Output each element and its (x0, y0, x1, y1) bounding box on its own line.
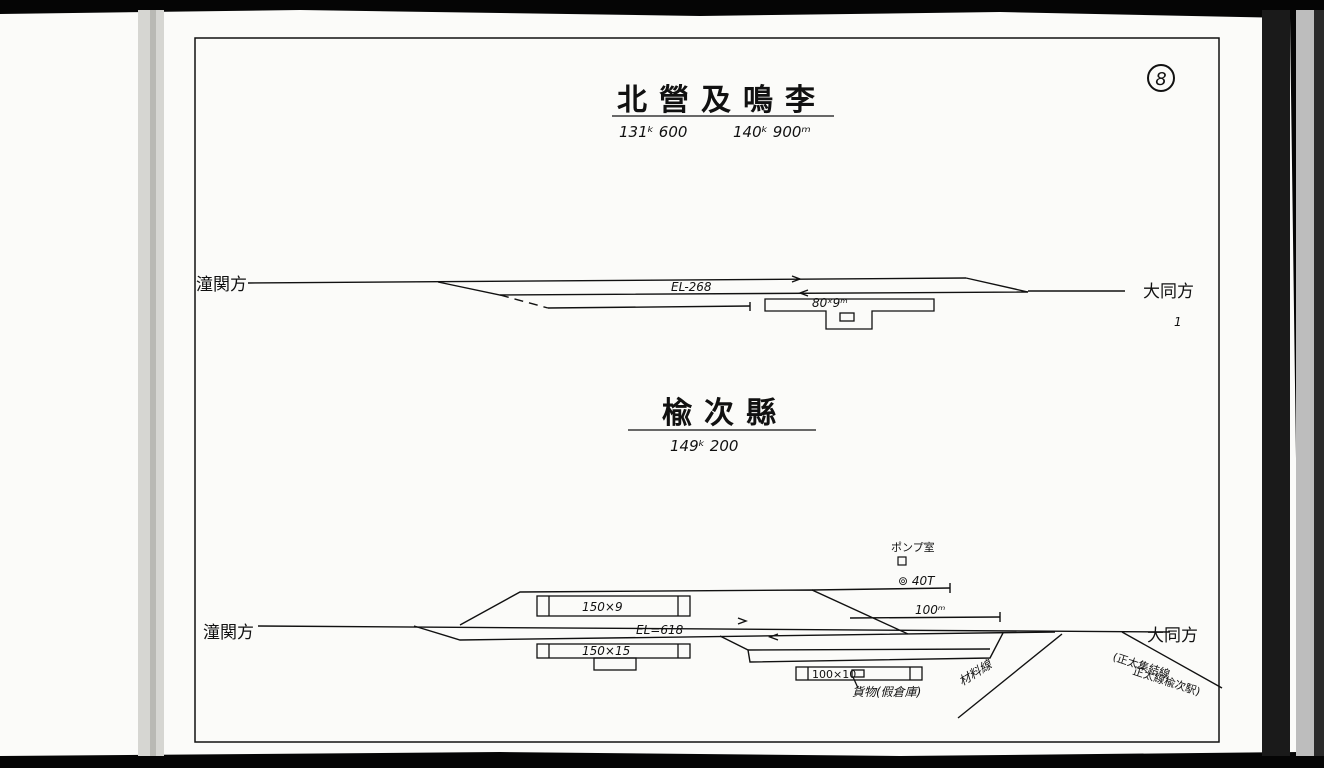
station-1-arrow-down (798, 289, 809, 297)
station-1-track-label: EL-268 (671, 280, 712, 294)
station-2-water-tank: ⊚ 40T (898, 574, 936, 588)
station-2-building (593, 657, 637, 671)
station-1-right-direction: 大同方 (1143, 282, 1194, 302)
station-2-material-line (957, 633, 1063, 719)
right-binding (1262, 10, 1290, 756)
station-1-margin-mark: 1 (1174, 315, 1182, 329)
station-2-tracks (257, 583, 1223, 719)
station-1-siding (547, 305, 751, 309)
station-1-main-line (247, 277, 967, 284)
station-2-pump-room-box (897, 556, 907, 566)
station-2-branch-line (1121, 631, 1223, 689)
station-2-goods-siding (719, 632, 1004, 663)
station-2-arrow-down (768, 633, 779, 641)
diagram-frame (194, 37, 1220, 743)
page-number: 8 (1155, 69, 1166, 90)
station-2-upper-platform-label: 150×9 (582, 600, 623, 614)
station-2-lower-platform-label: 150×15 (582, 644, 630, 658)
station-1-platform-label: 80ˣ9ᵐ (812, 296, 848, 310)
paper-sheet (0, 10, 1300, 756)
station-2-warehouse-label: 貨物(假倉庫) (852, 685, 921, 699)
station-2-tank-siding (811, 587, 951, 591)
station-1-platform (764, 298, 935, 330)
station-2-siding-length: 100ᵐ (915, 603, 945, 617)
station-2-title: 楡次縣 (662, 396, 788, 431)
station-1-tracks (247, 275, 1125, 311)
station-1-building (839, 312, 855, 322)
station-2-warehouse (795, 666, 923, 689)
station-2-warehouse-size: 100×10 (812, 668, 856, 681)
page-number-badge: 8 (1147, 64, 1175, 92)
station-2-track-label: EL=618 (636, 623, 684, 637)
station-2-lower-platform (536, 643, 691, 671)
station-2-km: 149ᵏ 200 (670, 437, 738, 455)
station-2-left-direction: 潼関方 (203, 623, 254, 643)
station-1-loop-track (437, 277, 1029, 296)
station-2-right-direction: 大同方 (1147, 626, 1198, 646)
station-2-upper-platform (536, 595, 691, 617)
station-1-left-direction: 潼関方 (196, 275, 247, 295)
station-2-upper-loop (459, 589, 909, 635)
station-2-main-line (257, 625, 1171, 633)
station-1-siding-dashed (499, 294, 549, 309)
station-1-title: 北營及鳴李 (617, 83, 827, 118)
station-1-km-end: 140ᵏ 900ᵐ (733, 123, 811, 141)
station-2-arrow-up (737, 617, 748, 625)
station-2-siding-100m (849, 616, 1001, 619)
station-2-lower-loop (413, 625, 1056, 641)
station-2-goods-siding-link (747, 648, 991, 651)
station-2-pump-room: ポンプ室 (891, 540, 935, 554)
station-1-km-start: 131ᵏ 600 (619, 123, 687, 141)
station-1-arrow-up (791, 275, 802, 283)
